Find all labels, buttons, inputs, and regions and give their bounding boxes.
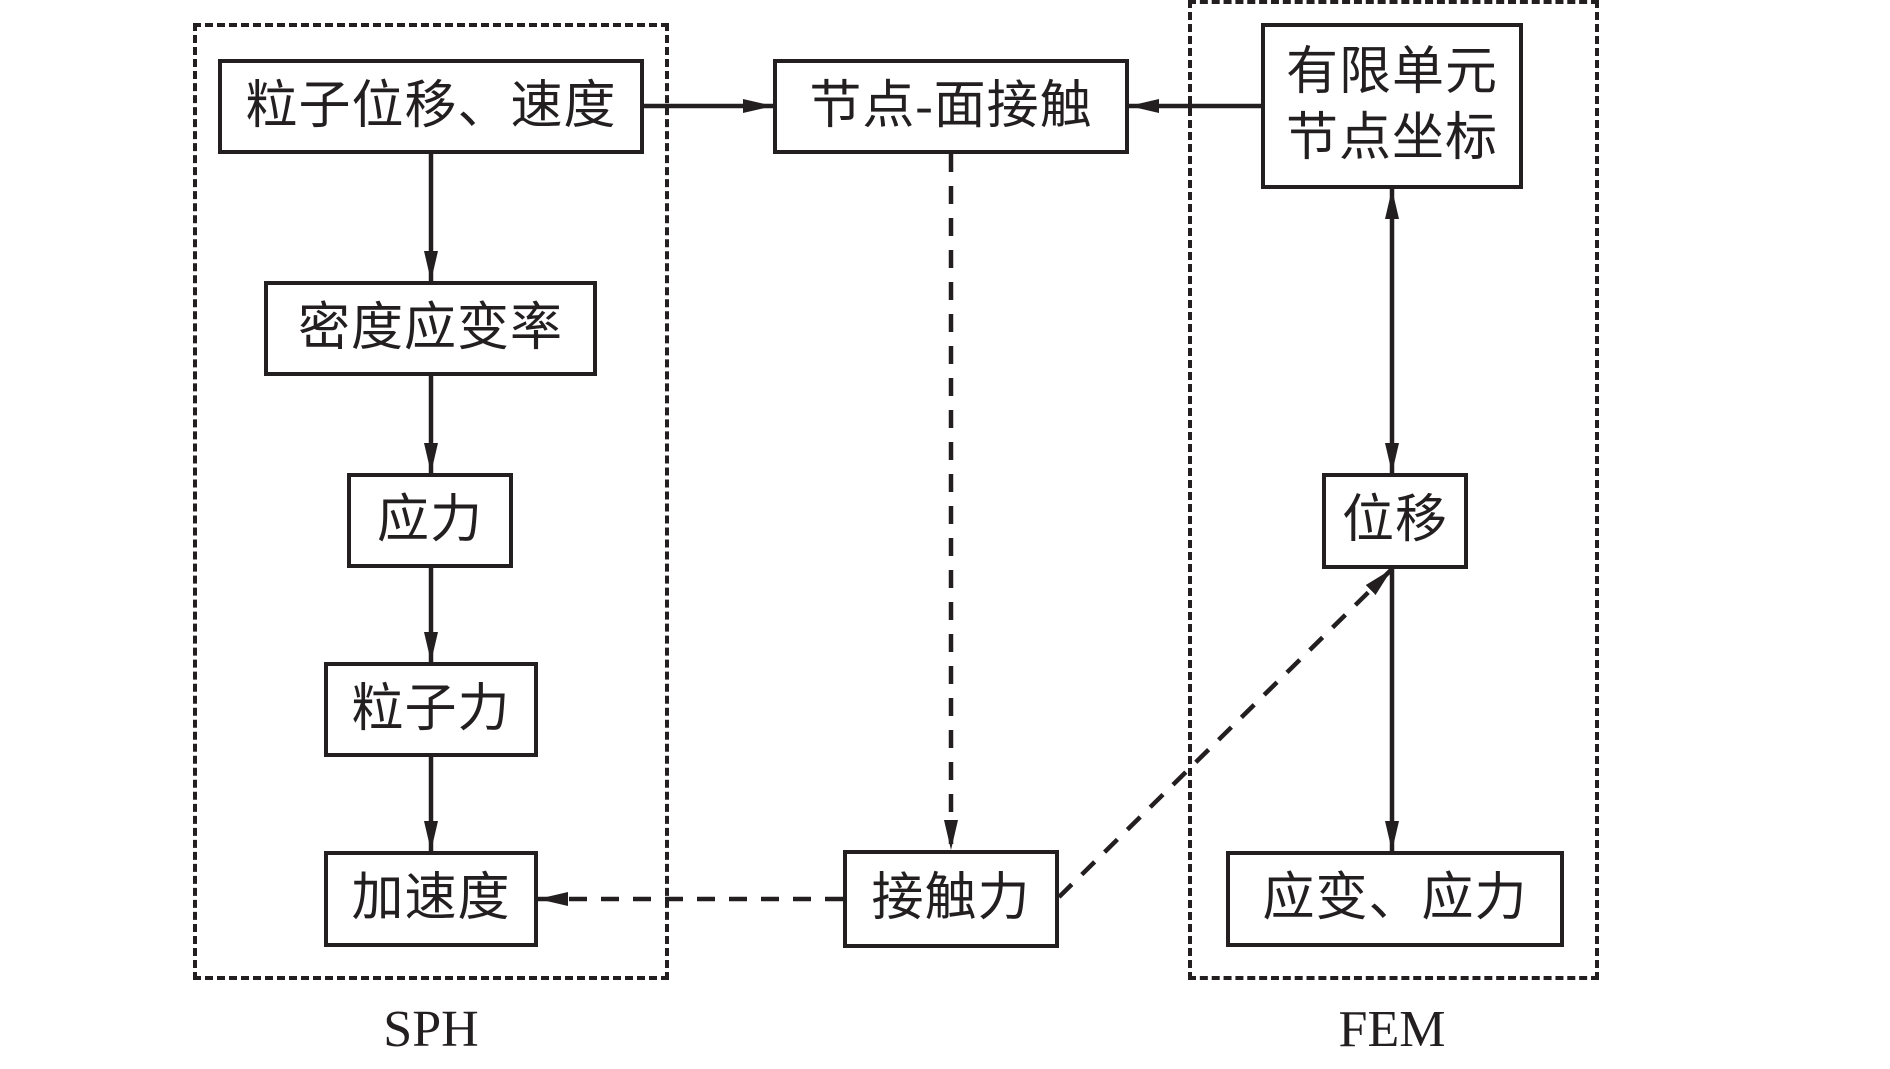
edge-contact-force-to-displacement: [1057, 567, 1394, 899]
node-contact-force: 接触力: [843, 850, 1059, 948]
node-strain-stress: 应变、应力: [1226, 851, 1564, 947]
node-particle-displacement-velocity: 粒子位移、速度: [218, 59, 644, 154]
node-displacement: 位移: [1322, 473, 1468, 569]
node-particle-force: 粒子力: [324, 662, 538, 757]
node-node-surface-contact: 节点-面接触: [773, 59, 1129, 154]
sph-group-frame: [193, 23, 669, 980]
node-stress: 应力: [347, 473, 513, 568]
fem-group-label: FEM: [1338, 1001, 1446, 1058]
fem-group-frame: [1188, 0, 1599, 980]
node-acceleration: 加速度: [324, 851, 538, 947]
node-density-strain-rate: 密度应变率: [264, 281, 597, 376]
sph-group-label: SPH: [383, 1001, 479, 1058]
node-fe-node-coordinates: 有限单元 节点坐标: [1261, 23, 1523, 189]
